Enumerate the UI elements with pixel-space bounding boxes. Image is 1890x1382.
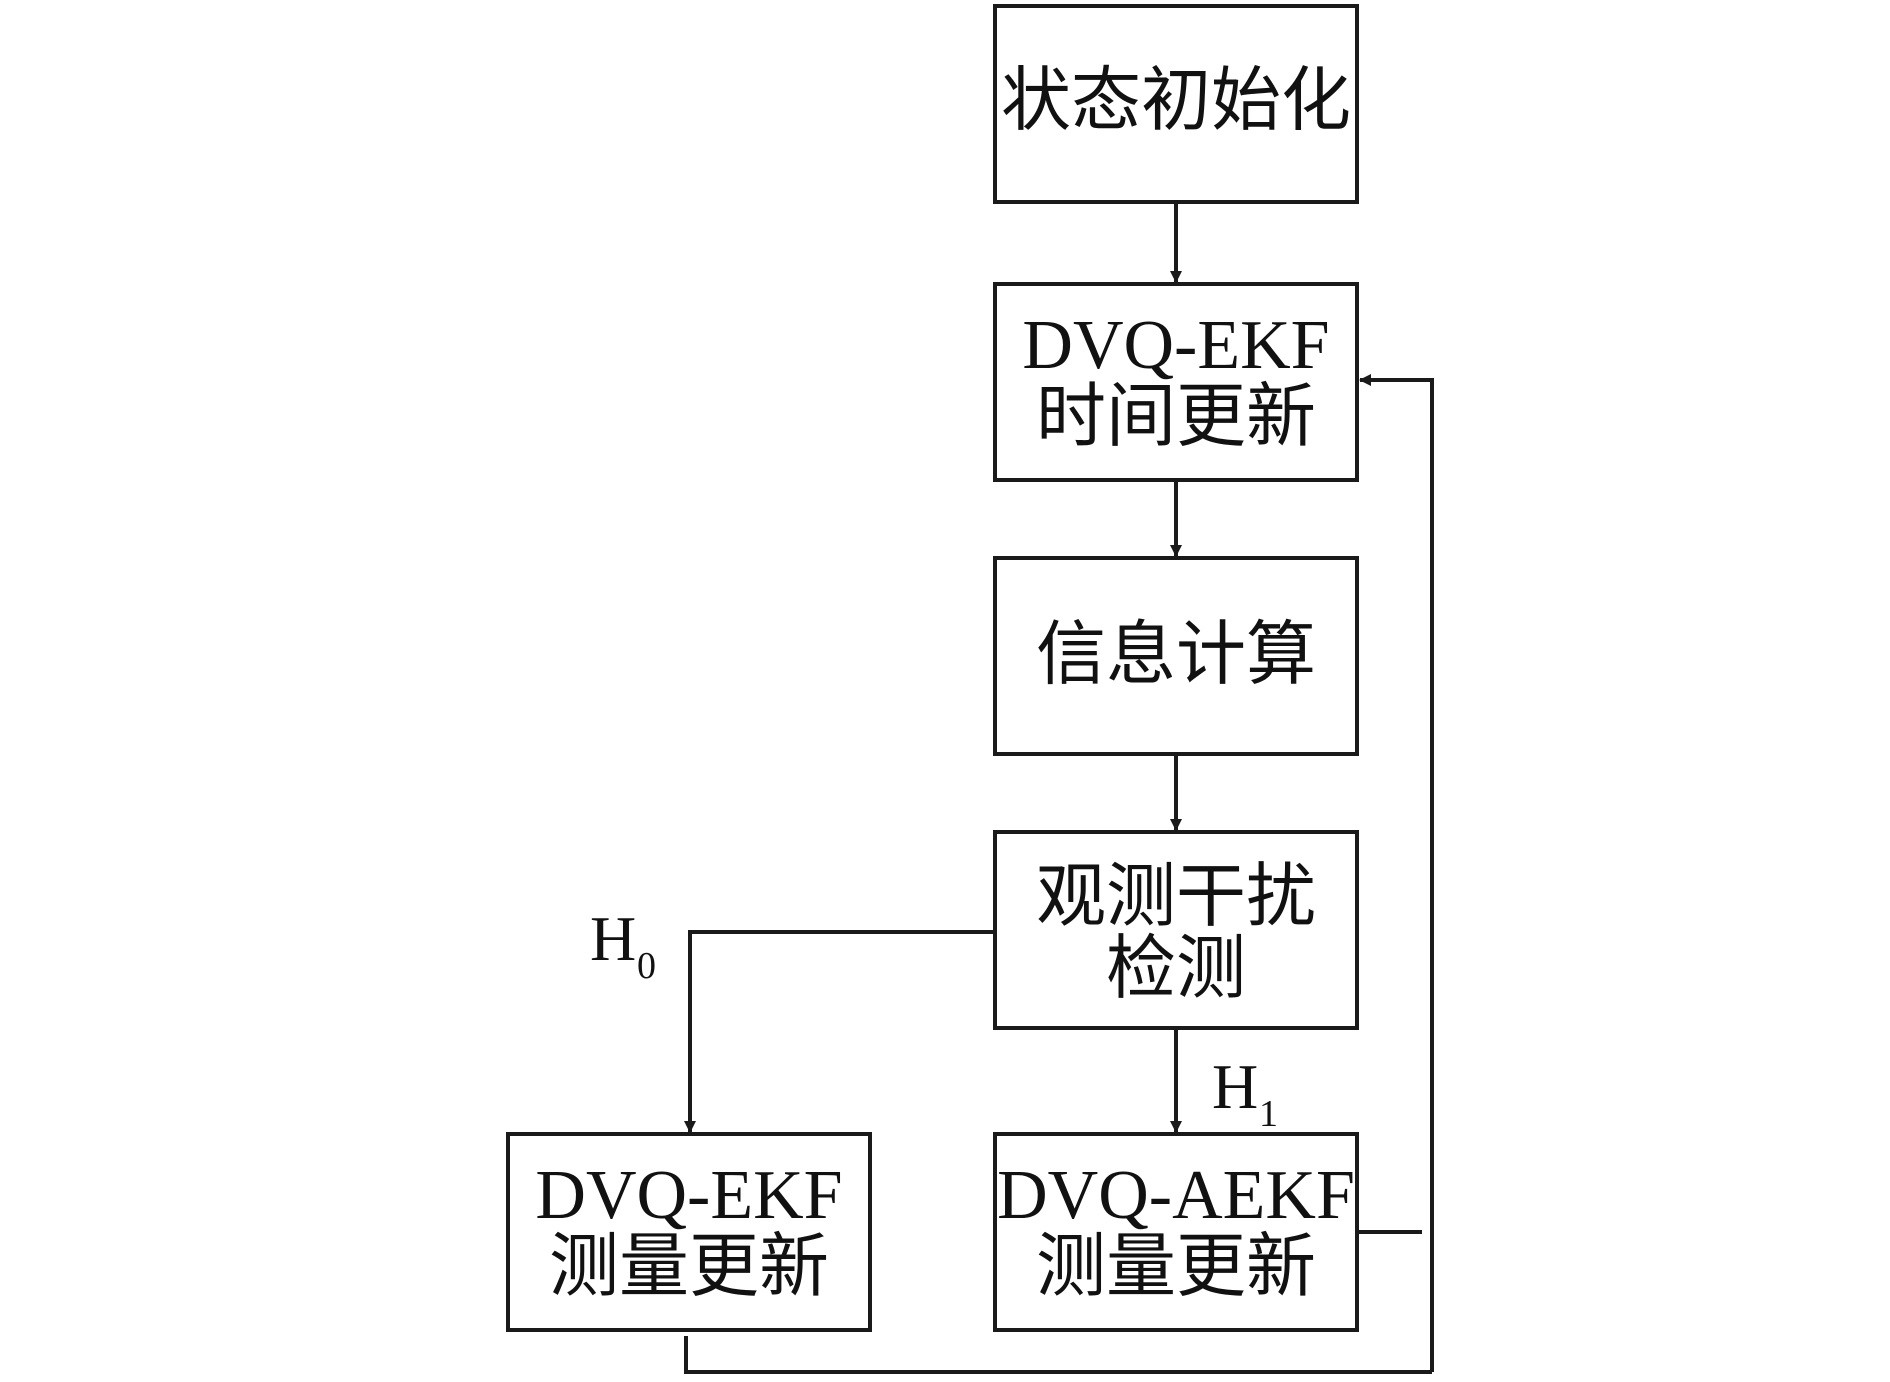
- branch-label-h1-sub: 1: [1259, 1093, 1278, 1135]
- node-ekf-measure-update-label-2: 测量更新: [549, 1225, 829, 1307]
- connectors: [684, 204, 1434, 1374]
- node-disturbance-detect-label-1: 观测干扰: [1036, 855, 1316, 937]
- branch-label-h0-main: H: [590, 903, 636, 974]
- branch-label-h1: H 1: [1212, 1051, 1278, 1135]
- node-aekf-measure-update-label-2: 测量更新: [1036, 1225, 1316, 1307]
- node-info-calc: 信息计算: [993, 556, 1359, 756]
- node-info-calc-label: 信息计算: [1036, 613, 1316, 695]
- arrow-detect-to-ekf-measure-h0: [684, 930, 993, 1133]
- arrow-feedback-to-time-update: [1359, 374, 1434, 1372]
- node-time-update-label-1: DVQ-EKF: [1022, 307, 1329, 384]
- node-ekf-measure-update-label-1: DVQ-EKF: [535, 1157, 842, 1234]
- node-state-init: 状态初始化: [993, 4, 1359, 204]
- connector-ekf-measure-to-feedback: [684, 1336, 1432, 1374]
- node-disturbance-detect: 观测干扰 检测: [993, 830, 1359, 1030]
- node-state-init-label: 状态初始化: [1001, 59, 1351, 141]
- node-disturbance-detect-label-2: 检测: [1106, 927, 1246, 1009]
- node-ekf-measure-update: DVQ-EKF 测量更新: [506, 1132, 872, 1332]
- node-time-update: DVQ-EKF 时间更新: [993, 282, 1359, 482]
- node-time-update-label-2: 时间更新: [1036, 375, 1316, 457]
- branch-label-h0-sub: 0: [637, 945, 656, 987]
- branch-label-h0: H 0: [590, 903, 656, 987]
- branch-label-h1-main: H: [1212, 1051, 1258, 1122]
- node-aekf-measure-update-label-1: DVQ-AEKF: [997, 1157, 1355, 1234]
- node-aekf-measure-update: DVQ-AEKF 测量更新: [993, 1132, 1359, 1332]
